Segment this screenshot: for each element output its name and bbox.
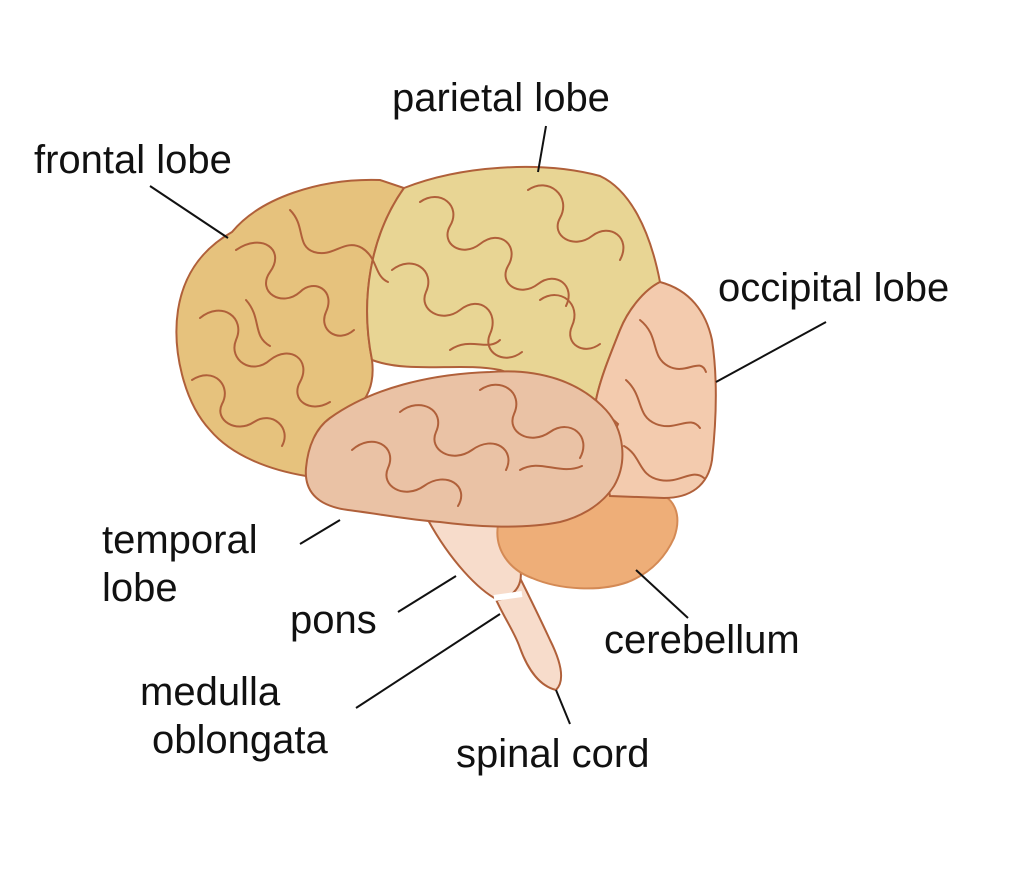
spinal-cord <box>490 576 563 692</box>
parietal-lobe-label: parietal lobe <box>392 76 610 120</box>
occipital-lobe-label: occipital lobe <box>718 266 950 310</box>
temporal-lobe-label-line2: lobe <box>102 566 178 610</box>
spinal-cord-label: spinal cord <box>456 732 650 776</box>
frontal-leader <box>149 185 229 239</box>
temporal-leader <box>299 519 341 545</box>
medulla-label-line1: medulla <box>140 670 281 714</box>
cerebellum-label: cerebellum <box>604 618 800 662</box>
medulla-label-line2: oblongata <box>152 718 328 762</box>
brain-gyri <box>191 184 707 507</box>
temporal-lobe-label: temporal lobe <box>102 516 258 612</box>
pons-label: pons <box>290 598 377 642</box>
medulla-oblongata-label: medulla oblongata <box>140 668 328 764</box>
temporal-lobe-label-line1: temporal <box>102 518 258 562</box>
medulla-leader <box>355 613 501 709</box>
parietal-leader <box>537 125 547 173</box>
temporal-lobe <box>304 370 624 528</box>
pons-leader <box>397 575 457 613</box>
occipital-leader <box>715 321 827 383</box>
pons-medulla-boundary <box>493 591 523 601</box>
leader-lines <box>149 125 827 725</box>
cerebellum-leader <box>635 569 689 619</box>
spinal-leader <box>555 689 571 725</box>
frontal-lobe-label: frontal lobe <box>34 138 232 182</box>
